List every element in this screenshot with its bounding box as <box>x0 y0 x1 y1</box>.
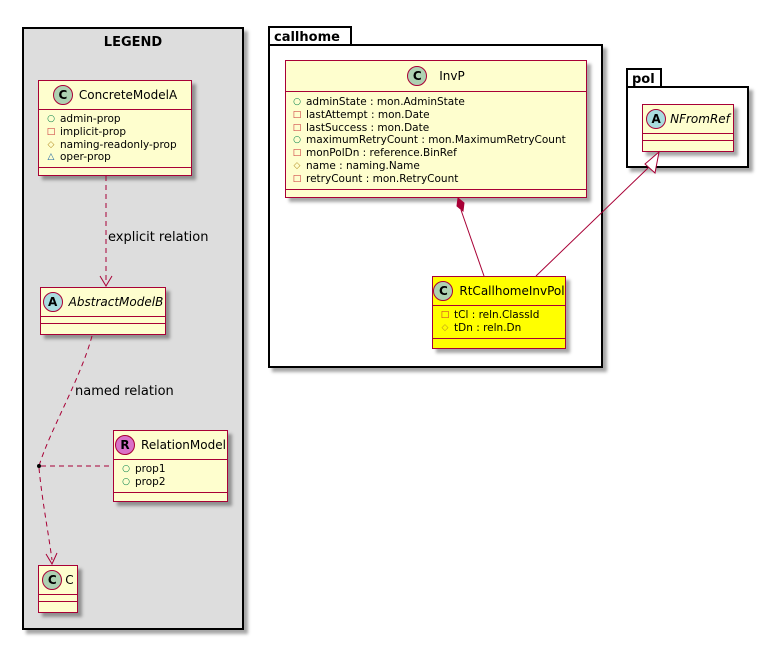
class-header: A AbstractModelB <box>41 288 165 317</box>
attribute-row: prop1 <box>120 463 227 476</box>
abstract-a-icon: A <box>646 109 667 129</box>
class-invp[interactable]: C InvP adminState : mon.AdminState lastA… <box>285 60 587 198</box>
attribute-row: adminState : mon.AdminState <box>291 96 586 109</box>
class-name: RtCallhomeInvPol <box>459 284 565 298</box>
attributes-section <box>643 134 733 141</box>
attribute-text: naming-readonly-prop <box>60 138 177 151</box>
class-relation-model[interactable]: R RelationModel prop1 prop2 <box>113 430 228 502</box>
named-relation-line <box>38 335 93 467</box>
class-c[interactable]: C C <box>38 565 78 613</box>
composition-line <box>460 209 485 277</box>
attribute-text: name : naming.Name <box>306 159 420 172</box>
class-header: C RtCallhomeInvPol <box>433 277 565 306</box>
attribute-list: admin-prop implicit-prop naming-readonly… <box>39 110 191 169</box>
attribute-text: implicit-prop <box>60 125 127 138</box>
attribute-row: lastSuccess : mon.Date <box>291 122 586 135</box>
attribute-text: retryCount : mon.RetryCount <box>306 172 459 185</box>
class-c-icon: C <box>407 66 428 86</box>
attribute-text: prop1 <box>135 463 166 475</box>
attribute-list: adminState : mon.AdminState lastAttempt … <box>286 92 586 190</box>
named-relation-label: named relation <box>75 384 174 399</box>
attribute-row: maximumRetryCount : mon.MaximumRetryCoun… <box>291 134 586 147</box>
abstract-a-icon: A <box>42 292 63 312</box>
class-header: R RelationModel <box>114 431 227 460</box>
class-header: C C <box>39 566 77 595</box>
attribute-text: adminState : mon.AdminState <box>306 96 465 108</box>
class-name: InvP <box>439 69 465 83</box>
attribute-row: oper-prop <box>45 151 191 164</box>
attribute-row: tCl : reln.ClassId <box>439 309 565 322</box>
attribute-list: prop1 prop2 <box>114 460 227 493</box>
attribute-row: prop2 <box>120 476 227 489</box>
class-c-icon: C <box>433 281 454 301</box>
class-name: C <box>65 573 74 587</box>
attribute-text: monPolDn : reference.BinRef <box>306 147 457 160</box>
explicit-relation-arrowhead <box>99 275 113 287</box>
explicit-relation-label: explicit relation <box>108 230 209 245</box>
attributes-section <box>39 595 77 602</box>
class-header: C InvP <box>286 61 586 92</box>
class-header: C ConcreteModelA <box>39 81 191 110</box>
class-c-icon: C <box>52 85 73 105</box>
class-concrete-model-a[interactable]: C ConcreteModelA admin-prop implicit-pro… <box>38 80 192 176</box>
relation-r-icon: R <box>115 435 136 455</box>
attribute-text: oper-prop <box>60 151 111 164</box>
attribute-row: lastAttempt : mon.Date <box>291 109 586 122</box>
class-name: NFromRef <box>670 112 730 126</box>
composition-diamond <box>456 197 465 212</box>
class-name: RelationModel <box>141 438 226 452</box>
class-header: A NFromRef <box>643 105 733 134</box>
class-c-icon: C <box>42 570 63 590</box>
attribute-list: tCl : reln.ClassId tDn : reln.Dn <box>433 306 565 339</box>
attribute-text: lastAttempt : mon.Date <box>306 108 430 121</box>
named-relation-target-line <box>38 467 53 561</box>
inheritance-triangle <box>644 150 660 174</box>
class-abstract-model-b[interactable]: A AbstractModelB <box>40 287 166 335</box>
named-relation-arrowhead <box>45 552 58 566</box>
attribute-text: maximumRetryCount : mon.MaximumRetryCoun… <box>306 134 566 147</box>
class-nfromref[interactable]: A NFromRef <box>642 104 734 152</box>
inheritance-line <box>535 167 649 277</box>
attribute-text: prop2 <box>135 475 166 488</box>
attribute-row: monPolDn : reference.BinRef <box>291 147 586 160</box>
class-rt-callhome-inv-pol[interactable]: C RtCallhomeInvPol tCl : reln.ClassId tD… <box>432 276 566 349</box>
class-name: ConcreteModelA <box>78 88 178 102</box>
attribute-text: admin-prop <box>60 113 121 125</box>
attribute-row: retryCount : mon.RetryCount <box>291 173 586 186</box>
package-tab-pol: pol <box>626 68 662 88</box>
attribute-text: tCl : reln.ClassId <box>454 309 540 321</box>
attribute-text: tDn : reln.Dn <box>454 321 522 334</box>
legend-title: LEGEND <box>103 35 163 50</box>
package-tab-callhome: callhome <box>268 26 352 46</box>
attribute-row: admin-prop <box>45 113 191 126</box>
attribute-row: naming-readonly-prop <box>45 139 191 152</box>
class-name: AbstractModelB <box>68 295 164 309</box>
attributes-section <box>41 317 165 324</box>
association-junction-point <box>37 464 41 468</box>
attribute-row: tDn : reln.Dn <box>439 322 565 335</box>
attribute-row: implicit-prop <box>45 126 191 139</box>
attribute-text: lastSuccess : mon.Date <box>306 121 430 134</box>
attribute-row: name : naming.Name <box>291 160 586 173</box>
